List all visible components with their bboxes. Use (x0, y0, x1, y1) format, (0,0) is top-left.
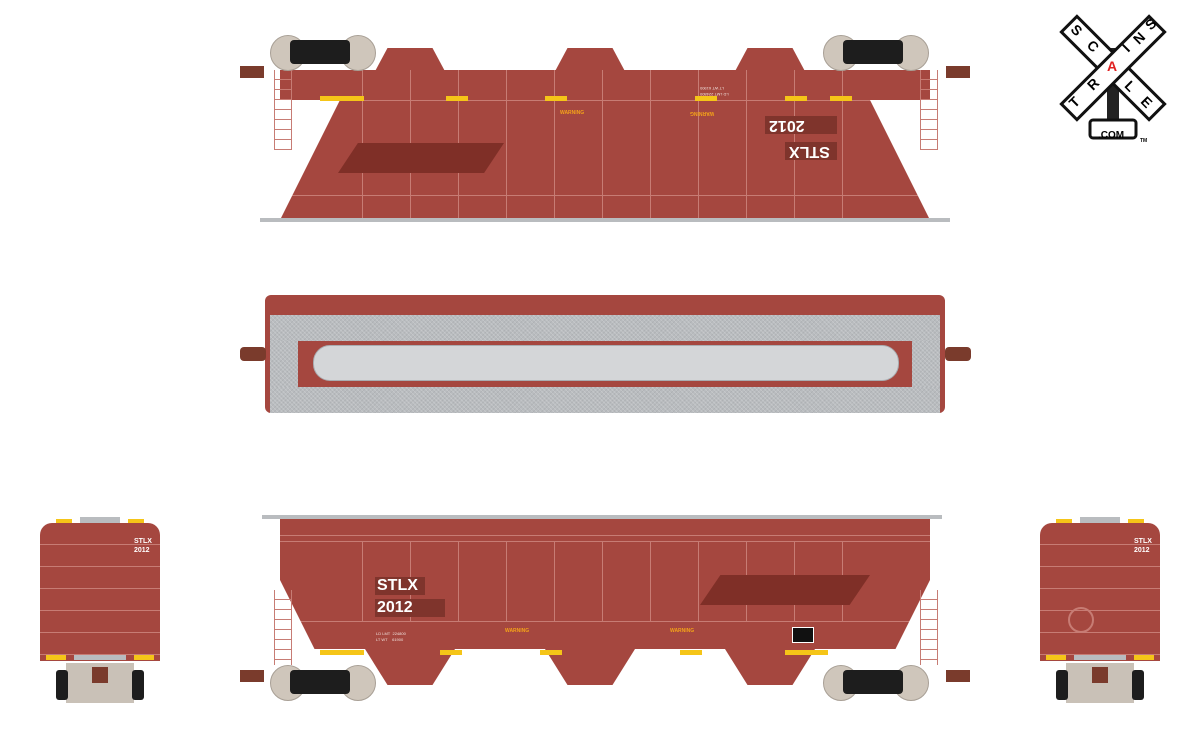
reflector (134, 655, 154, 660)
end-sill (74, 655, 126, 660)
car-number-mirrored: 2012 (765, 116, 837, 134)
coupler (240, 66, 264, 78)
grab-iron (1128, 519, 1144, 523)
end-mark: STLX 2012 (134, 538, 152, 554)
roof-edge (262, 515, 942, 519)
logo-domain: .COM (1098, 130, 1125, 141)
reflector (680, 650, 702, 655)
roof-end-platform-right (912, 341, 940, 387)
wheel-right (132, 670, 144, 700)
wheel-right (1132, 670, 1144, 700)
bottom-side-view: STLX 2012 LD LMT 224800 LT WT 61900 WARN… (240, 510, 970, 710)
consolidated-stencil (792, 627, 814, 643)
reflector (46, 655, 66, 660)
coupler (945, 347, 971, 361)
coupler-face (1092, 667, 1108, 683)
reporting-mark: STLX (375, 577, 425, 595)
logo-trademark: TM (1140, 138, 1148, 144)
top-side-view: 2012 STLX LD LMT 224800 LT WT 61900 WARN… (240, 30, 970, 230)
grab-iron (128, 519, 144, 523)
light-weight: LT WT 61900 (376, 637, 404, 642)
roof-walkway-bottom (270, 387, 940, 413)
ladder (920, 70, 938, 150)
logo-letter-a: A (1107, 58, 1118, 74)
truck (843, 670, 903, 694)
truck (290, 670, 350, 694)
reflector (1134, 655, 1154, 660)
ladder (920, 590, 938, 665)
trough-hatch (313, 345, 899, 381)
reflector (1046, 655, 1066, 660)
warning-label: WARNING (670, 628, 695, 634)
wheel (270, 665, 306, 701)
end-sill (1074, 655, 1126, 660)
car-body: 2012 STLX LD LMT 224800 LT WT 61900 WARN… (280, 70, 930, 220)
warning-label: WARNING (560, 110, 585, 116)
reflector (320, 96, 342, 101)
warning-label-mirrored: WARNING (690, 110, 715, 116)
car-number: 2012 (375, 599, 445, 617)
wheel-left (56, 670, 68, 700)
roof-view (235, 295, 975, 415)
reflector (342, 96, 364, 101)
roof-walk-end (80, 517, 120, 523)
reflector (342, 650, 364, 655)
reflector (440, 650, 462, 655)
end-mark: STLX 2012 (1134, 538, 1152, 554)
ladder (274, 590, 292, 665)
reporting-mark-mirrored: STLX (785, 142, 837, 160)
roof-walk-end (1080, 517, 1120, 523)
wheel-left (1056, 670, 1068, 700)
reflector (545, 96, 567, 101)
light-weight-mirrored: LT WT 61900 (700, 86, 724, 91)
reflector (446, 96, 468, 101)
ladder (274, 70, 292, 150)
reflector (785, 96, 807, 101)
right-end-view: STLX 2012 (1036, 515, 1164, 705)
coupler-face (92, 667, 108, 683)
truck (290, 40, 350, 64)
shadow-stripe (700, 575, 870, 605)
roof-walkway-top (270, 315, 940, 341)
scale-trains-logo: S C A L E T R I N S .COM TM (1058, 8, 1168, 148)
coupler (946, 66, 970, 78)
load-limit: LD LMT 224800 (376, 631, 406, 636)
coupler (240, 670, 264, 682)
brake-wheel (1068, 607, 1094, 633)
car-body: STLX 2012 LD LMT 224800 LT WT 61900 WARN… (280, 519, 930, 649)
coupler (240, 347, 266, 361)
reflector (320, 650, 342, 655)
reflector (806, 650, 828, 655)
crossbuck-icon (1059, 14, 1167, 140)
end-body (40, 523, 160, 661)
reflector (695, 96, 717, 101)
reflector (785, 650, 807, 655)
warning-label: WARNING (505, 628, 530, 634)
reflector (830, 96, 852, 101)
grab-iron (56, 519, 72, 523)
coupler (946, 670, 970, 682)
shadow-stripe (338, 143, 504, 173)
left-end-view: STLX 2012 (36, 515, 164, 705)
walkway-edge (260, 218, 950, 222)
end-body (1040, 523, 1160, 661)
grab-iron (1056, 519, 1072, 523)
truck (843, 40, 903, 64)
roof-end-platform-left (270, 341, 298, 387)
reflector (540, 650, 562, 655)
